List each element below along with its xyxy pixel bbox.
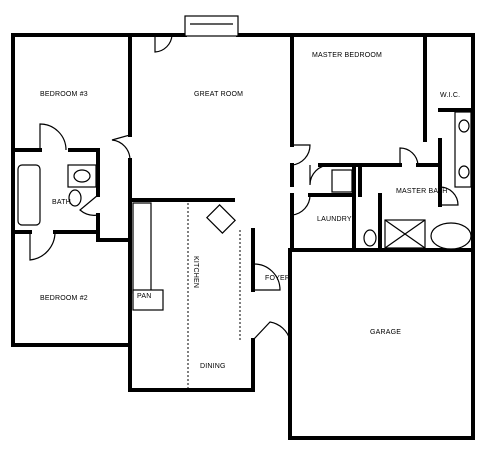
bathtub xyxy=(17,164,41,226)
label-laundry: LAUNDRY xyxy=(317,216,352,223)
master-toilet xyxy=(363,229,377,247)
bath-sink xyxy=(73,169,91,183)
kitchen-counter xyxy=(132,202,152,294)
room-labels: BEDROOM #3 GREAT ROOM MASTER BEDROOM W.I… xyxy=(40,52,460,370)
kitchen-sink xyxy=(206,204,236,234)
label-foyer: FOYER xyxy=(265,275,290,282)
exterior-walls xyxy=(11,33,475,440)
label-kitchen: KITCHEN xyxy=(192,256,199,288)
label-dining: DINING xyxy=(200,363,226,370)
doors xyxy=(29,34,459,341)
sink-1 xyxy=(458,119,470,133)
label-bedroom2: BEDROOM #2 xyxy=(40,295,88,302)
interior-walls xyxy=(11,33,475,440)
water-heater xyxy=(331,169,353,193)
fixtures xyxy=(17,111,472,390)
sink-2 xyxy=(458,165,470,179)
label-great-room: GREAT ROOM xyxy=(194,91,243,98)
label-bedroom3: BEDROOM #3 xyxy=(40,91,88,98)
label-wic: W.I.C. xyxy=(440,92,460,99)
label-master-bath: MASTER BATH xyxy=(396,188,447,195)
pantry xyxy=(132,289,164,311)
label-garage: GARAGE xyxy=(370,329,401,336)
fireplace xyxy=(184,15,239,37)
garden-tub xyxy=(430,222,472,250)
label-pantry: PAN xyxy=(137,293,151,300)
label-master-bedroom: MASTER BEDROOM xyxy=(312,52,382,59)
label-bath: BATH xyxy=(52,199,71,206)
toilet xyxy=(68,189,82,207)
